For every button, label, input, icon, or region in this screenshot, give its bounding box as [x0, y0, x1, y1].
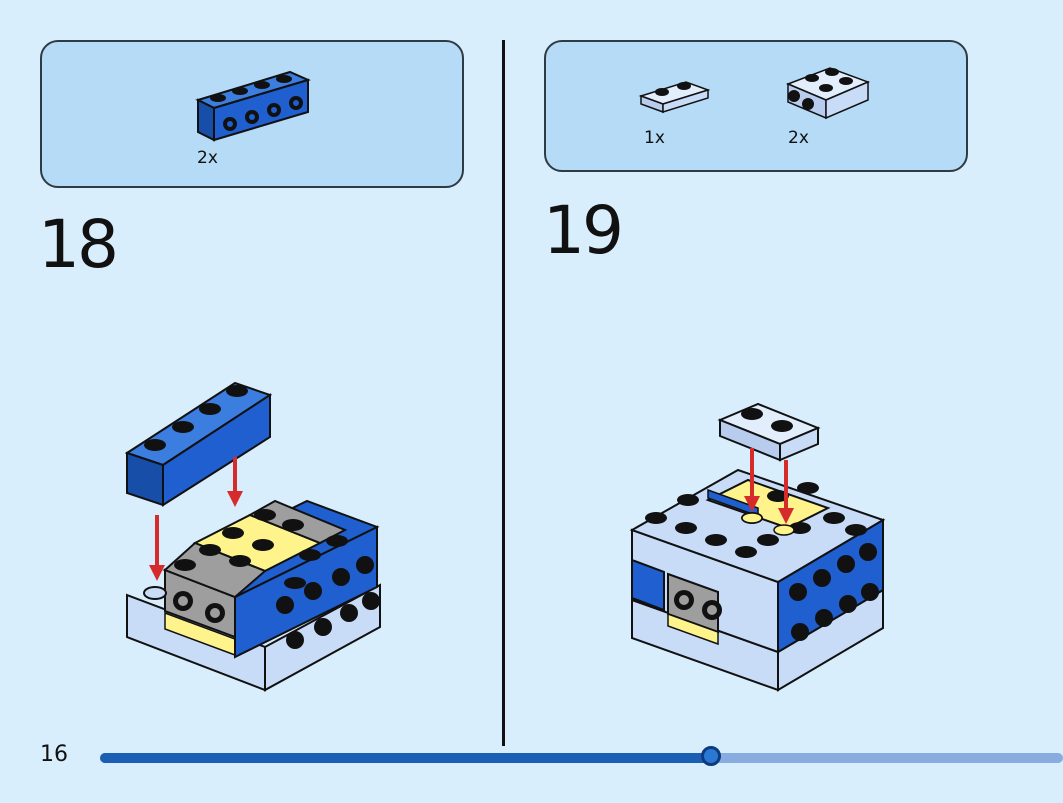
- part-image-blue-1x4-brick: [195, 70, 311, 142]
- progress-bar: [100, 746, 1063, 766]
- parts-callout-step-19: 1x 2x: [544, 40, 968, 172]
- progress-marker: [700, 746, 721, 766]
- page-number: 16: [40, 742, 68, 767]
- step-number: 18: [38, 206, 119, 283]
- part-image-light-blue-1x2-plate: [638, 81, 711, 114]
- part-image-light-blue-2x2-plate-side-studs: [785, 67, 871, 120]
- step-divider: [502, 40, 505, 746]
- step-number: 19: [543, 192, 624, 269]
- assembly-illustration-step-18: [124, 381, 381, 692]
- part-quantity: 1x: [644, 128, 665, 148]
- part-quantity: 2x: [197, 148, 218, 168]
- part-quantity: 2x: [788, 128, 809, 148]
- assembly-illustration-step-19: [629, 402, 886, 692]
- progress-bar-fill: [100, 753, 711, 763]
